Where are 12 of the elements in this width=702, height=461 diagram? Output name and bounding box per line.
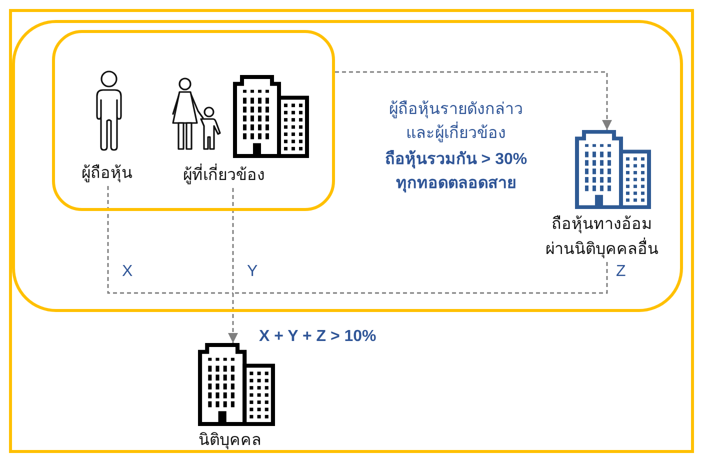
node-label: ผู้ถือหุ้น xyxy=(80,163,134,184)
formula-text: X + Y + Z > 10% xyxy=(259,327,376,347)
rounded-box xyxy=(52,30,335,211)
connector-line xyxy=(107,186,233,294)
note-text: ถือหุ้นรวมกัน > 30% ทุกทอดตลอดสาย xyxy=(384,149,528,194)
node-label: ถือหุ้นทางอ้อมผ่านนิติบุคคลอื่น xyxy=(544,214,660,260)
note-text: ผู้ถือหุ้นรายดังกล่าวและผู้เกี่ยวข้อง xyxy=(388,99,524,144)
node-label: นิติบุคคล xyxy=(198,431,262,452)
node-label: ผู้ที่เกี่ยวข้อง xyxy=(172,164,276,188)
arrow xyxy=(335,71,612,130)
connector-line xyxy=(233,262,608,294)
rounded-box xyxy=(12,20,683,312)
